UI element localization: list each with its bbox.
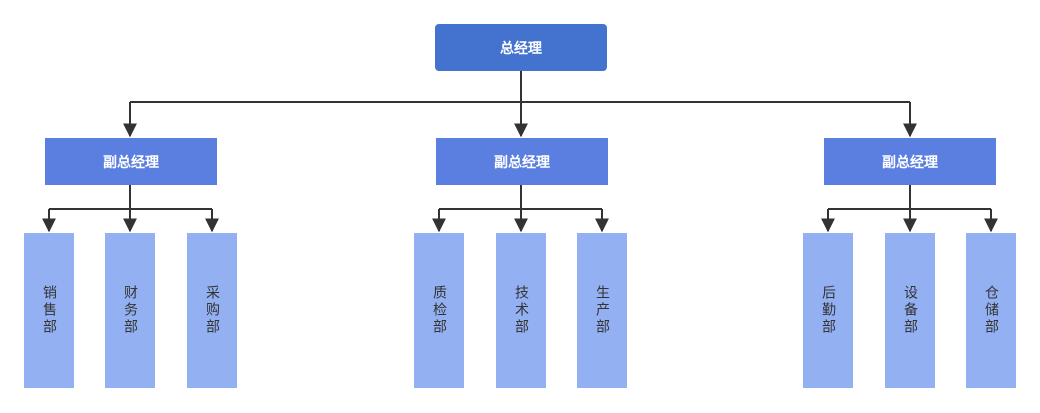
dept-node-sales[interactable]: 销售部 <box>24 233 74 388</box>
dept-node-logistics[interactable]: 后勤部 <box>803 233 853 388</box>
vp-node-1[interactable]: 副总经理 <box>45 138 217 185</box>
dept-node-finance[interactable]: 财务部 <box>105 233 155 388</box>
dept-node-production[interactable]: 生产部 <box>577 233 627 388</box>
dept-node-equipment[interactable]: 设备部 <box>885 233 935 388</box>
dept-node-technology[interactable]: 技术部 <box>496 233 546 388</box>
vp-node-2[interactable]: 副总经理 <box>436 138 608 185</box>
dept-node-purchasing[interactable]: 采购部 <box>187 233 237 388</box>
vp-node-3[interactable]: 副总经理 <box>824 138 996 185</box>
ceo-node[interactable]: 总经理 <box>435 24 607 71</box>
dept-node-warehouse[interactable]: 仓储部 <box>966 233 1016 388</box>
dept-node-quality[interactable]: 质检部 <box>414 233 464 388</box>
